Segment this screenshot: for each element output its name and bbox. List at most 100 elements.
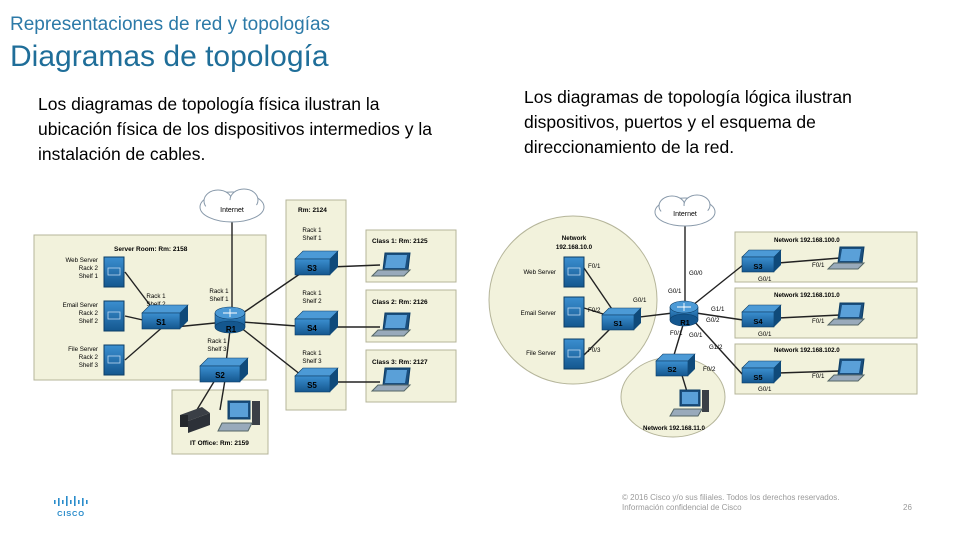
svg-text:S2: S2 (667, 365, 676, 374)
internet-label: Internet (220, 207, 244, 214)
svg-text:G1/1: G1/1 (711, 306, 725, 313)
svg-text:S5: S5 (307, 381, 317, 390)
svg-text:G0/1: G0/1 (758, 276, 772, 283)
email-server-label: Email Server (63, 302, 98, 309)
internet-label: Internet (673, 211, 697, 218)
svg-text:Network: Network (562, 235, 587, 242)
svg-text:G0/0: G0/0 (689, 270, 703, 277)
s5-switch: S5 (294, 367, 339, 393)
server-room-label: Server Room: Rm: 2158 (114, 246, 188, 253)
svg-text:F0/1: F0/1 (812, 318, 825, 325)
page-number: 26 (903, 503, 912, 512)
printer-icon (180, 407, 210, 433)
r1-router-icon: R1 (669, 300, 699, 327)
laptop-class3-icon (370, 367, 412, 392)
svg-text:F0/1: F0/1 (588, 263, 601, 270)
svg-text:Rack 1: Rack 1 (302, 290, 322, 297)
svg-text:Shelf 3: Shelf 3 (79, 362, 99, 369)
svg-text:S2: S2 (215, 371, 225, 380)
svg-text:Shelf 2: Shelf 2 (146, 301, 166, 308)
class3-box (365, 349, 457, 403)
svg-text:Shelf 1: Shelf 1 (302, 235, 322, 242)
svg-text:CISCO: CISCO (57, 509, 85, 518)
svg-text:Shelf 2: Shelf 2 (302, 298, 322, 305)
network-101-label: Network 192.168.101.0 (774, 292, 840, 299)
laptop-class1-icon (370, 252, 412, 277)
svg-text:Shelf 3: Shelf 3 (302, 358, 322, 365)
svg-text:G0/1: G0/1 (758, 331, 772, 338)
logical-topology-diagram: Internet Network 192.168.10.0 Network 19… (488, 194, 918, 438)
svg-text:S4: S4 (307, 324, 317, 333)
svg-text:S3: S3 (307, 264, 317, 273)
rm-2124-label: Rm: 2124 (298, 207, 327, 214)
s3-switch: S3 (741, 249, 782, 273)
web-server-label: Web Server (65, 257, 98, 264)
svg-text:F0/1: F0/1 (670, 330, 683, 337)
network-100-label: Network 192.168.100.0 (774, 237, 840, 244)
email-server-icon (103, 300, 125, 332)
file-server-icon (563, 338, 585, 370)
web-server-label: Web Server (523, 269, 556, 276)
svg-text:G0/1: G0/1 (689, 332, 703, 339)
laptop-class2-icon (370, 312, 412, 337)
slide-title: Diagramas de topología (10, 40, 329, 73)
s4-switch: S4 (294, 310, 339, 336)
svg-text:R1: R1 (226, 325, 237, 334)
svg-text:G1/2: G1/2 (709, 344, 723, 351)
email-server-icon (563, 296, 585, 328)
svg-text:Shelf 3: Shelf 3 (207, 346, 227, 353)
svg-text:F0/2: F0/2 (588, 307, 601, 314)
svg-text:Rack 1: Rack 1 (302, 227, 322, 234)
desktop-pc-icon (669, 389, 709, 417)
file-server-label: File Server (68, 346, 98, 353)
svg-text:G0/1: G0/1 (758, 386, 772, 393)
laptop-net101-icon (826, 302, 866, 326)
s2-switch: S2 (655, 353, 696, 377)
svg-text:R1: R1 (680, 318, 690, 327)
svg-text:Rack 2: Rack 2 (79, 310, 99, 317)
network-11-label: Network 192.168.11.0 (643, 425, 705, 432)
desktop-pc-icon (217, 400, 260, 432)
svg-text:S3: S3 (753, 262, 762, 271)
s1-switch: S1 (141, 304, 189, 330)
laptop-net102-icon (826, 358, 866, 382)
svg-text:G0/2: G0/2 (706, 317, 720, 324)
svg-text:Rack 2: Rack 2 (79, 265, 99, 272)
physical-topology-diagram: Internet Web Server Rack 2 Shelf 1 Email… (33, 188, 457, 455)
svg-text:Shelf 1: Shelf 1 (79, 273, 99, 280)
svg-text:Rack 1: Rack 1 (302, 350, 322, 357)
email-server-label: Email Server (521, 310, 556, 317)
network-10-label: 192.168.10.0 (556, 244, 593, 251)
svg-text:Rack 1: Rack 1 (209, 288, 229, 295)
svg-text:S1: S1 (156, 318, 166, 327)
svg-text:S5: S5 (753, 373, 762, 382)
internet-cloud: Internet (654, 194, 716, 227)
laptop-net100-icon (826, 246, 866, 270)
cisco-logo: CISCO (54, 496, 88, 518)
web-server-icon (103, 256, 125, 288)
s3-switch: S3 (294, 250, 339, 276)
s1-switch: S1 (601, 307, 642, 331)
copyright-text: © 2016 Cisco y/o sus filiales. Todos los… (622, 493, 840, 502)
network-102-label: Network 192.168.102.0 (774, 347, 840, 354)
svg-text:G0/1: G0/1 (668, 288, 682, 295)
svg-text:G0/1: G0/1 (633, 297, 647, 304)
file-server-icon (103, 344, 125, 376)
class3-label: Class 3: Rm: 2127 (372, 359, 428, 366)
s2-switch: S2 (199, 357, 249, 383)
svg-text:Shelf 1: Shelf 1 (209, 296, 229, 303)
svg-text:F0/1: F0/1 (812, 262, 825, 269)
physical-description: Los diagramas de topología física ilustr… (38, 94, 432, 164)
svg-text:Rack 1: Rack 1 (146, 293, 166, 300)
slide-subtitle: Representaciones de red y topologías (10, 14, 331, 35)
class1-label: Class 1: Rm: 2125 (372, 238, 428, 245)
s5-switch: S5 (741, 360, 782, 384)
r1-router-icon: R1 (214, 306, 246, 334)
footer-copyright: © 2016 Cisco y/o sus filiales. Todos los… (622, 493, 839, 513)
class2-label: Class 2: Rm: 2126 (372, 299, 428, 306)
confidential-text: Información confidencial de Cisco (622, 503, 742, 512)
svg-text:Shelf 2: Shelf 2 (79, 318, 99, 325)
svg-text:F0/3: F0/3 (588, 347, 601, 354)
web-server-icon (563, 256, 585, 288)
svg-text:Rack 2: Rack 2 (79, 354, 99, 361)
